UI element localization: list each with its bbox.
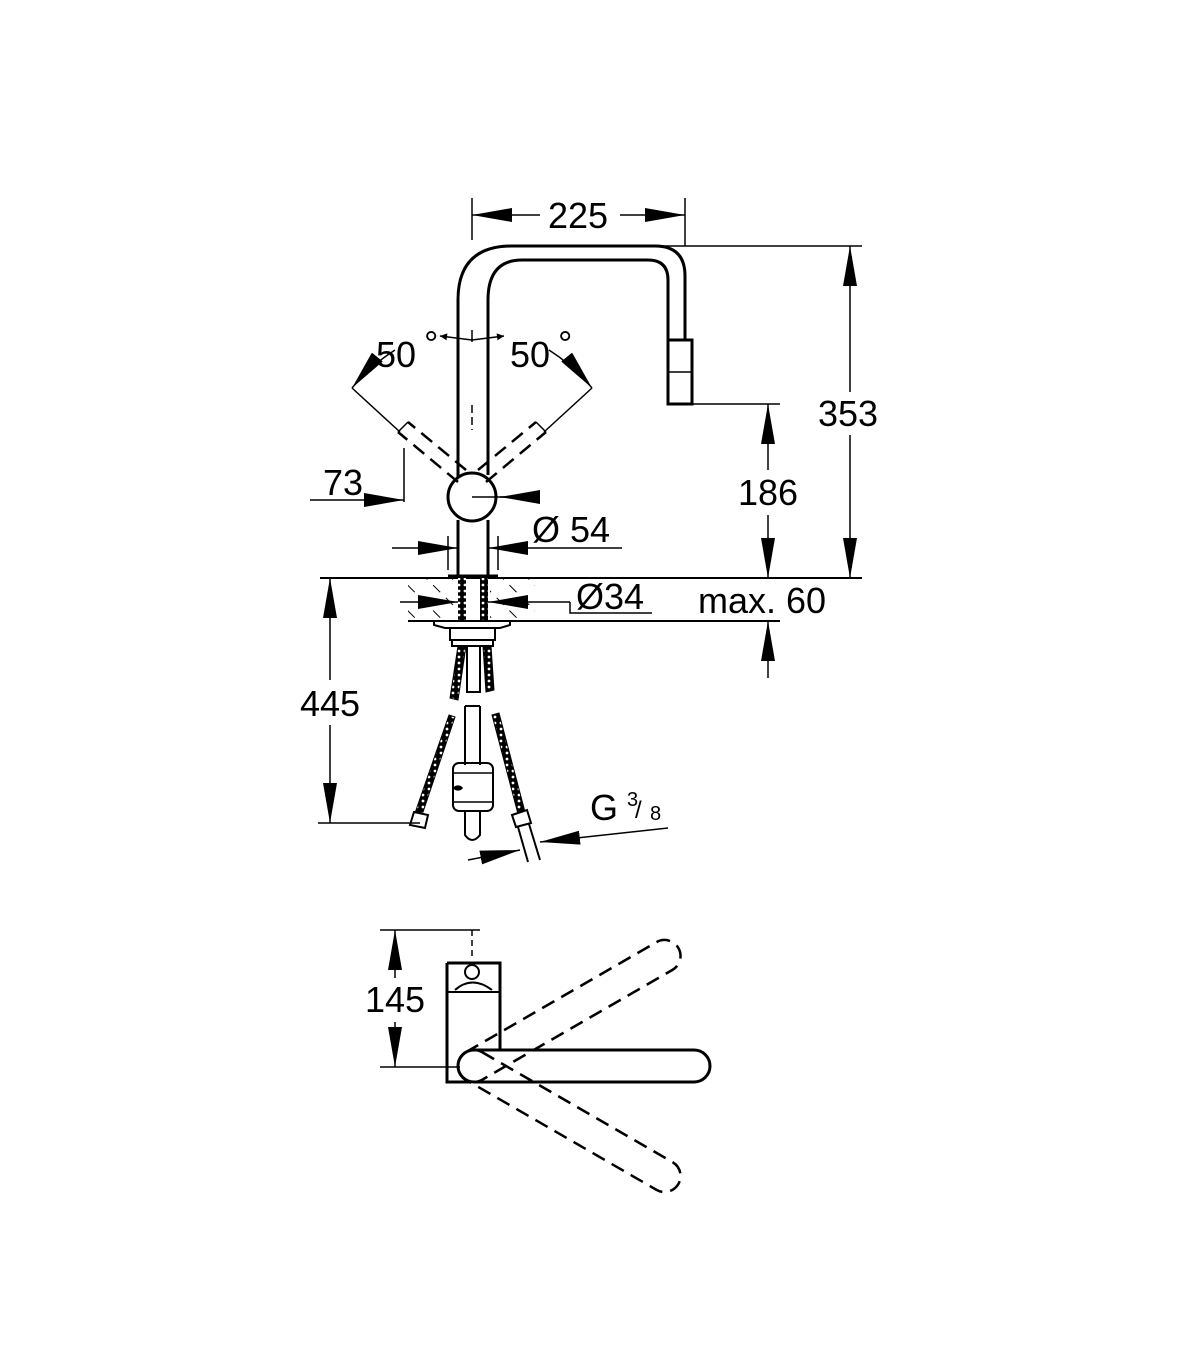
degree-symbol: ° (424, 323, 438, 364)
dimension-label: max. 60 (698, 580, 826, 621)
dimension-label: 225 (548, 195, 608, 236)
thread-label: G (590, 787, 618, 828)
body-top (445, 961, 502, 1084)
dimension-label: Ø 54 (532, 509, 610, 550)
lever-handle-top (456, 1048, 712, 1084)
supply-hoses (408, 645, 541, 863)
dimension-73: 73 (310, 448, 540, 507)
thread-numerator: 3 (627, 789, 638, 811)
faucet-top-view (445, 930, 712, 1194)
degree-symbol: ° (558, 323, 572, 364)
dimension-label: 186 (738, 472, 798, 513)
dimension-label: 145 (365, 979, 425, 1020)
lever-left-position (397, 431, 459, 483)
dimension-diameter-34: Ø34 (400, 576, 652, 617)
dimension-diameter-54: Ø 54 (392, 509, 622, 570)
angle-right-label: 50 (510, 334, 550, 375)
faucet-body (456, 520, 490, 576)
dimension-353: 353 (655, 245, 878, 578)
dimension-max-60: max. 60 (698, 580, 826, 678)
dimension-145: 145 (365, 929, 480, 1068)
lever-swivel-up (456, 938, 682, 1084)
dimension-label: 73 (323, 462, 363, 503)
dimension-label: 445 (300, 683, 360, 724)
dimension-label: Ø34 (576, 576, 644, 617)
lever-swivel-down (456, 1048, 682, 1194)
dimension-label: 353 (818, 393, 878, 434)
dimension-thread: G 3 / 8 (467, 787, 669, 865)
mounting-nut (433, 620, 511, 647)
dimension-186: 186 (692, 403, 798, 578)
weight (452, 762, 494, 812)
dimension-swivel-angle: 50 ° 50 ° (351, 323, 593, 433)
dimension-225: 225 (471, 195, 686, 246)
lever-right-position (485, 431, 547, 483)
angle-left-label: 50 (376, 334, 416, 375)
dimension-445: 445 (300, 578, 420, 824)
spout-inner (486, 258, 670, 475)
thread-denominator: 8 (650, 803, 661, 825)
spout-outer (456, 244, 687, 478)
fraction-slash: / (635, 797, 642, 824)
